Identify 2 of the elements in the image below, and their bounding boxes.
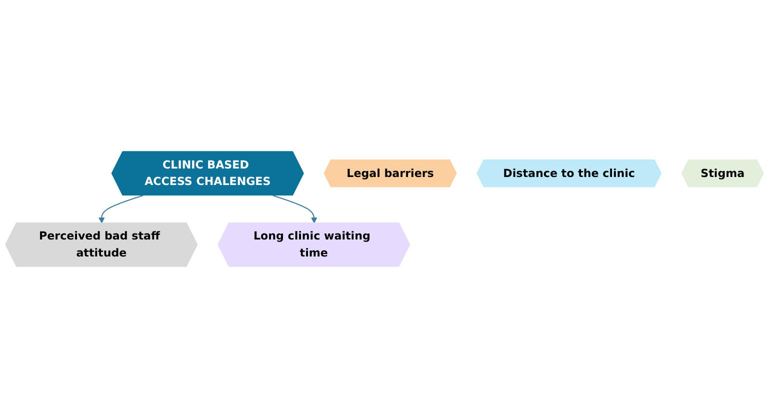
arrow: [272, 194, 318, 223]
arrow: [98, 194, 144, 223]
